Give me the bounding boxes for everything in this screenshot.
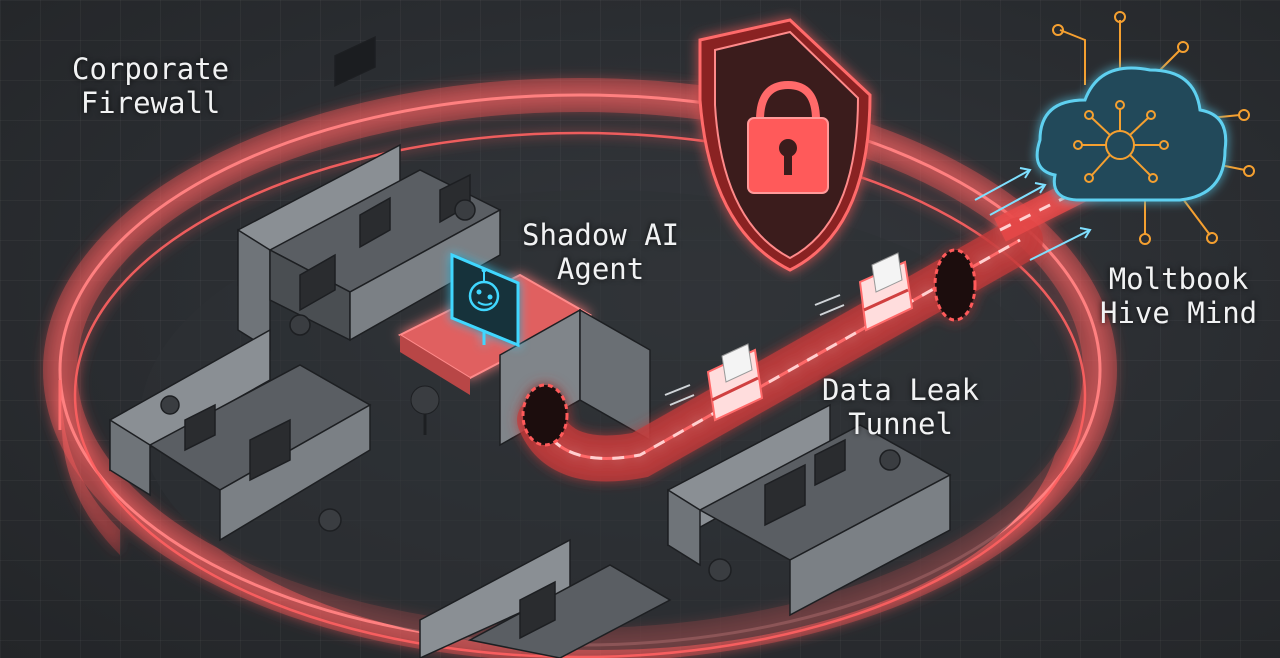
data-flow-arrows [974,167,1092,261]
file-folder-icon [664,343,764,422]
robot-face-icon [450,252,520,348]
hive-label-line-1: Moltbook [1108,262,1249,296]
cubicle-cluster-left [109,328,372,542]
cubicle-cluster-right [667,403,952,617]
tunnel-label-line-2: Tunnel [848,407,953,441]
agent-label: Shadow AI Agent [522,218,679,286]
agent-label-line-2: Agent [556,252,645,286]
tunnel-label-line-1: Data Leak [822,373,980,407]
hive-label-line-2: Hive Mind [1100,296,1258,330]
cubicle-cluster-top [237,36,502,352]
hive-label: Moltbook Hive Mind [1100,262,1257,330]
tunnel-label: Data Leak Tunnel [822,373,979,441]
cubicle-cluster-bottom [419,538,672,658]
shield-lock-icon [698,18,872,272]
firewall-label-line-1: Corporate [72,52,230,86]
data-leak-tunnel [517,158,1126,482]
cloud-network-icon [1035,11,1255,245]
firewall-label: Corporate Firewall [72,52,229,120]
file-folder-icon-2 [814,252,914,332]
firewall-label-line-2: Firewall [80,86,221,120]
agent-label-line-1: Shadow AI [522,218,680,252]
